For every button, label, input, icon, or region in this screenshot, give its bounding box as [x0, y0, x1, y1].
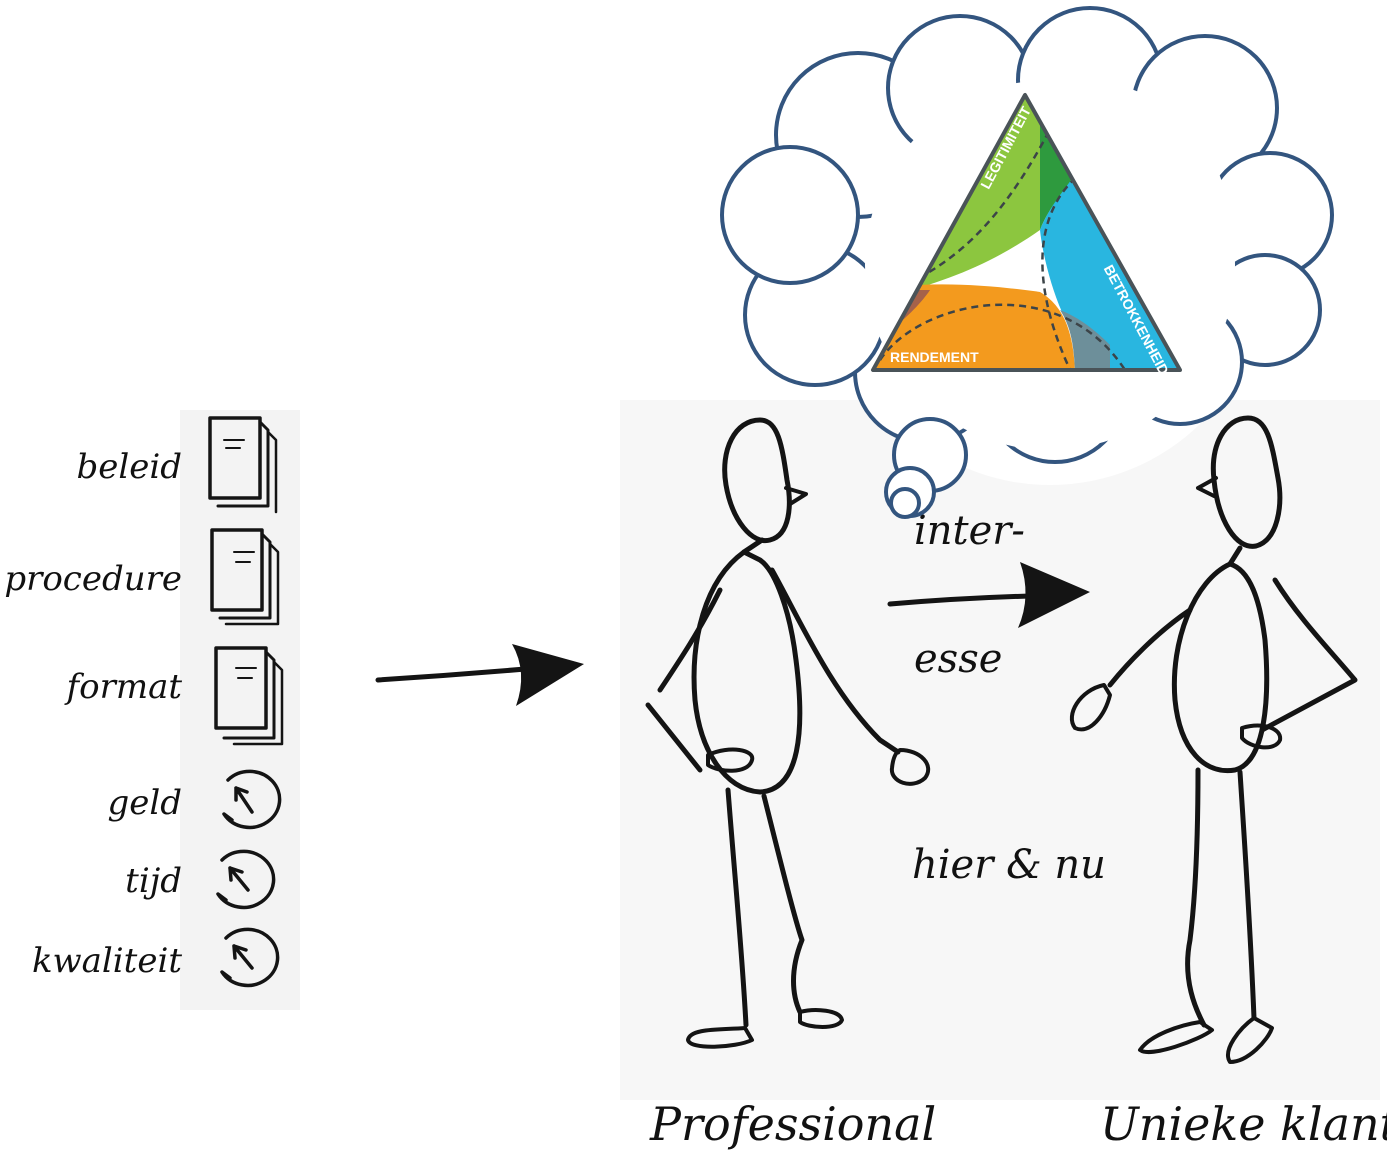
document-label: beleid — [76, 447, 182, 487]
triangle-outline — [871, 93, 1182, 372]
paper-shade-left — [180, 410, 300, 1010]
context-label: hier & nu — [912, 842, 1106, 888]
gauge-icon — [216, 849, 276, 910]
professional-figure — [645, 417, 931, 1049]
interaction-word-bottom: esse — [914, 636, 1002, 682]
label-rendement: RENDEMENT — [890, 349, 979, 365]
meter-label: kwaliteit — [32, 941, 182, 981]
meter-label: geld — [107, 783, 182, 823]
document-item-format: format — [64, 646, 284, 746]
meter-item-kwaliteit: kwaliteit — [32, 927, 280, 988]
segment-rendement — [873, 284, 1075, 370]
client-caption: Unieke klant — [1100, 1097, 1387, 1151]
interaction-word-top: inter- — [914, 508, 1025, 554]
document-item-beleid: beleid — [76, 416, 278, 514]
document-stack-icon — [214, 646, 284, 746]
arrow-to-professional — [375, 644, 584, 706]
document-stack-icon — [208, 416, 278, 514]
gauge-icon — [222, 769, 282, 830]
resource-list: beleid procedure format — [4, 416, 284, 988]
gauge-icon — [220, 927, 280, 988]
document-label: procedure — [4, 559, 182, 599]
document-item-procedure: procedure — [4, 528, 280, 626]
segment-overlap-right — [1060, 310, 1110, 370]
client-figure — [1069, 415, 1358, 1064]
professional-caption: Professional — [649, 1097, 936, 1151]
interaction-arrow — [887, 562, 1090, 628]
document-stack-icon — [210, 528, 280, 626]
meter-item-geld: geld — [107, 769, 282, 830]
meter-item-tijd: tijd — [125, 849, 276, 910]
thought-bubble-small — [889, 487, 921, 519]
document-label: format — [64, 667, 183, 707]
meter-label: tijd — [125, 861, 182, 901]
